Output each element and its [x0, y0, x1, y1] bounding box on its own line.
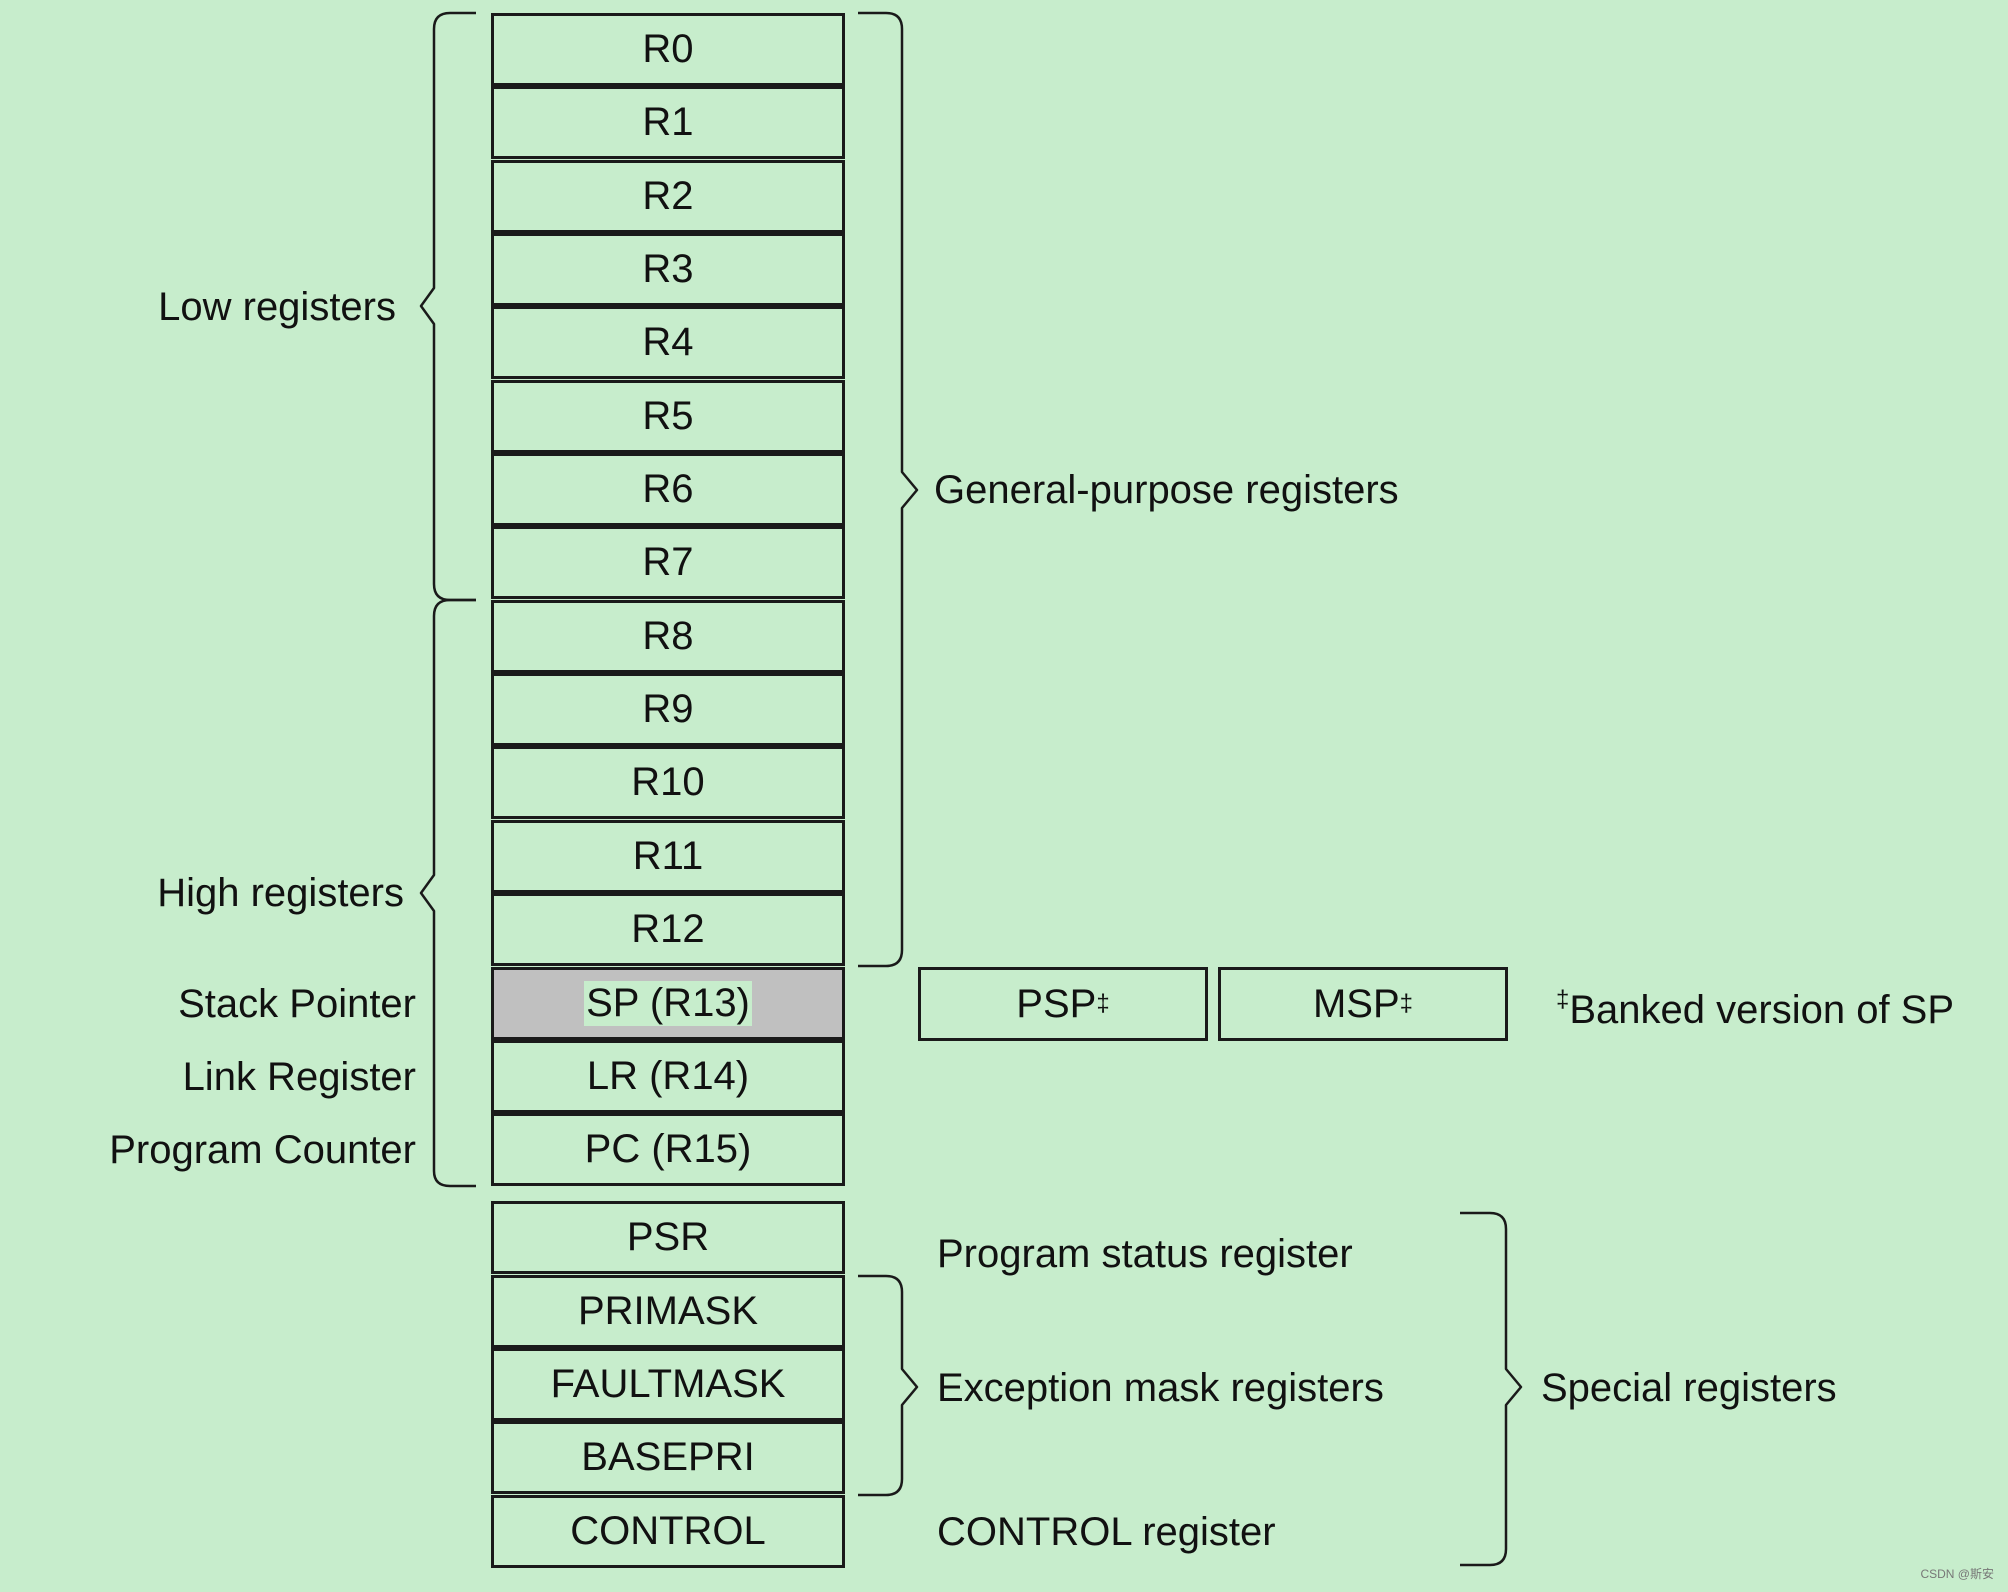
banked-msp-marker: ‡	[1399, 990, 1414, 1017]
brace-high-registers	[419, 598, 476, 1188]
label-program-status: Program status register	[937, 1232, 1353, 1276]
banked-psp-marker: ‡	[1096, 990, 1110, 1017]
banked-msp: MSP‡	[1218, 967, 1508, 1041]
register-psr: PSR	[491, 1201, 845, 1274]
banked-psp-label: PSP	[1016, 981, 1097, 1026]
label-general-purpose: General-purpose registers	[934, 468, 1399, 512]
register-lr: LR (R14)	[491, 1040, 845, 1113]
register-r0: R0	[491, 13, 845, 86]
banked-psp: PSP‡	[918, 967, 1208, 1041]
register-r9: R9	[491, 673, 845, 746]
watermark: CSDN @斯安	[1920, 1567, 1994, 1581]
register-r8: R8	[491, 600, 845, 673]
register-control: CONTROL	[491, 1495, 845, 1568]
label-low-registers: Low registers	[158, 285, 396, 329]
register-r5: R5	[491, 380, 845, 453]
register-primask: PRIMASK	[491, 1275, 845, 1348]
register-r4: R4	[491, 306, 845, 379]
brace-special-registers	[1460, 1211, 1523, 1567]
register-faultmask: FAULTMASK	[491, 1348, 845, 1421]
register-r10: R10	[491, 746, 845, 819]
brace-general-purpose	[858, 11, 919, 968]
banked-note: ‡Banked version of SP	[1556, 986, 1955, 1032]
brace-exception-mask	[858, 1274, 919, 1497]
banked-msp-label: MSP	[1312, 981, 1400, 1026]
label-program-counter: Program Counter	[109, 1128, 416, 1172]
register-r1: R1	[491, 86, 845, 159]
label-control-register: CONTROL register	[937, 1510, 1276, 1554]
label-stack-pointer: Stack Pointer	[178, 982, 416, 1026]
brace-low-registers	[419, 11, 476, 602]
label-exception-mask: Exception mask registers	[937, 1366, 1384, 1410]
register-r11: R11	[491, 820, 845, 893]
register-r2: R2	[491, 160, 845, 233]
register-basepri: BASEPRI	[491, 1421, 845, 1494]
register-sp-label: SP (R13)	[584, 981, 752, 1026]
register-r7: R7	[491, 526, 845, 599]
banked-note-text: Banked version of SP	[1569, 988, 1955, 1032]
register-r3: R3	[491, 233, 845, 306]
register-pc: PC (R15)	[491, 1113, 845, 1186]
register-r12: R12	[491, 893, 845, 966]
label-link-register: Link Register	[182, 1055, 416, 1099]
label-high-registers: High registers	[157, 871, 404, 915]
banked-note-marker: ‡	[1556, 986, 1570, 1013]
register-sp: SP (R13)	[491, 967, 845, 1040]
register-r6: R6	[491, 453, 845, 526]
label-special-registers: Special registers	[1541, 1366, 1837, 1410]
